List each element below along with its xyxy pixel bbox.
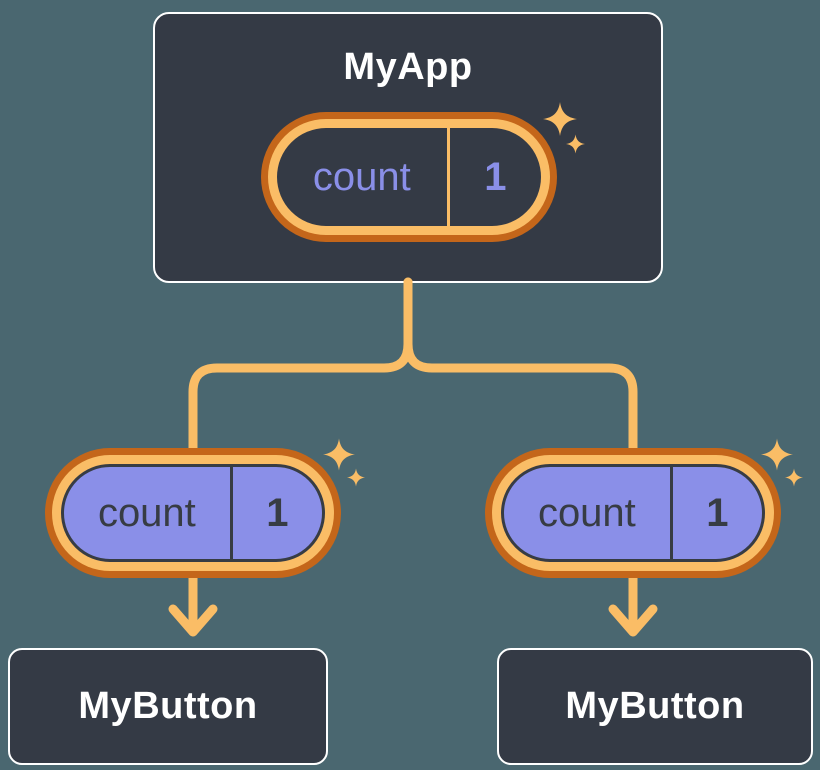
state-name-label: count — [312, 154, 411, 199]
component-node-mybutton-right: MyButton — [497, 648, 813, 765]
state-pill-ring: count 1 — [268, 119, 550, 235]
prop-pill-right: count 1 — [485, 448, 781, 578]
component-title: MyButton — [78, 685, 258, 727]
sparkle-icon — [566, 134, 585, 154]
prop-pill-body: count 1 — [501, 464, 765, 562]
prop-pill-ring: count 1 — [492, 455, 774, 571]
state-pill-body: count 1 — [277, 128, 541, 226]
prop-pill-left: count 1 — [45, 448, 341, 578]
prop-pill-ring: count 1 — [52, 455, 334, 571]
component-node-mybutton-left: MyButton — [8, 648, 328, 765]
connector-root-to-right-child — [403, 277, 638, 465]
prop-pill-body: count 1 — [61, 464, 325, 562]
sparkle-icon — [761, 438, 793, 471]
prop-name-label: count — [97, 490, 196, 535]
sparkle-icon — [323, 438, 355, 471]
pill-divider — [229, 467, 233, 559]
prop-name-label: count — [537, 490, 636, 535]
connector-root-to-left-child — [188, 277, 413, 465]
state-pill-root: count 1 — [261, 112, 557, 242]
pill-divider — [446, 128, 450, 226]
component-title: MyApp — [343, 46, 473, 88]
prop-value-label: 1 — [266, 490, 289, 535]
pill-divider — [669, 467, 673, 559]
sparkle-icon — [543, 101, 577, 137]
sparkle-icon — [785, 468, 803, 487]
prop-value-label: 1 — [706, 490, 729, 535]
arrow-down-left-head — [168, 604, 218, 637]
state-value-label: 1 — [484, 154, 507, 199]
sparkle-icon — [347, 468, 365, 487]
component-title: MyButton — [565, 685, 745, 727]
arrow-down-right-head — [608, 604, 658, 637]
